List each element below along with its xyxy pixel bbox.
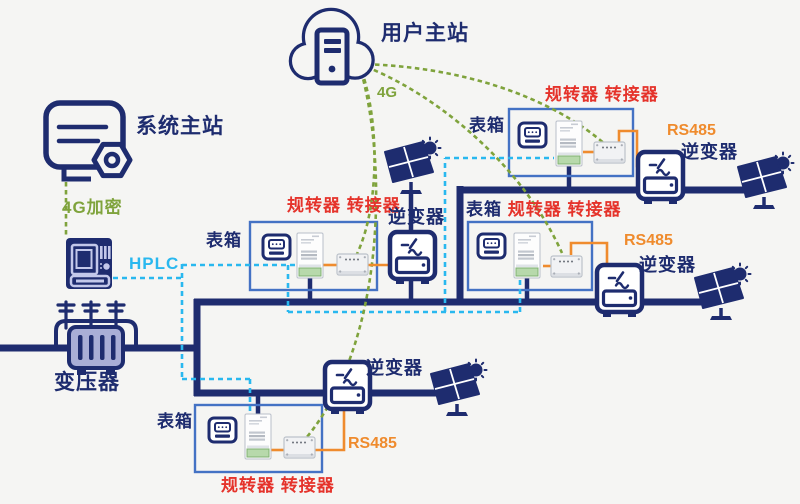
converter-bottom bbox=[244, 413, 272, 460]
meter-bottom bbox=[207, 416, 238, 444]
rs485-label-top-right: RS485 bbox=[667, 122, 716, 139]
inverter-label-top-right: 逆变器 bbox=[681, 142, 738, 162]
inverter-label-middle: 逆变器 bbox=[388, 207, 445, 227]
adapter-bottom bbox=[283, 436, 316, 459]
adapter-top-right bbox=[593, 141, 626, 164]
meter-box-frame-bottom bbox=[193, 403, 324, 474]
devices-label-top-right: 规转器 转接器 bbox=[545, 85, 659, 104]
meter-right bbox=[476, 232, 507, 260]
converter-top-right bbox=[555, 120, 583, 167]
cloud-station-label: 用户主站 bbox=[381, 22, 469, 45]
hex-nut-icon bbox=[91, 141, 133, 179]
system-station-label: 系统主站 bbox=[136, 115, 224, 138]
converter-right bbox=[513, 232, 541, 279]
converter-middle bbox=[296, 232, 324, 279]
rs485-label-bottom: RS485 bbox=[348, 435, 397, 452]
meter-middle bbox=[261, 233, 292, 261]
meter-box-label-bottom: 表箱 bbox=[157, 412, 193, 431]
concentrator-terminal-icon bbox=[66, 238, 112, 289]
g4-label: 4G bbox=[377, 84, 398, 101]
meter-box-combined-label-right: 表箱 规转器 转接器 bbox=[466, 201, 621, 218]
system-station-icon bbox=[43, 100, 133, 182]
meter-box-label-right: 表箱 bbox=[466, 200, 502, 219]
power-bus-lines bbox=[0, 186, 750, 397]
inverter-label-bottom: 逆变器 bbox=[366, 358, 423, 378]
meter-box-frame-middle bbox=[248, 220, 379, 292]
inverter-label-right: 逆变器 bbox=[639, 255, 696, 275]
inverter-top-right bbox=[638, 152, 683, 204]
solar-panel-top-right bbox=[736, 150, 796, 211]
g4-link-right-adapter bbox=[358, 62, 564, 254]
devices-label-bottom: 规转器 转接器 bbox=[221, 476, 335, 495]
meter-top-right bbox=[517, 121, 548, 149]
g4-link-middle-adapter bbox=[355, 63, 376, 255]
adapter-right bbox=[550, 255, 583, 278]
devices-label-middle: 规转器 转接器 bbox=[287, 196, 401, 215]
meter-box-label-top-right: 表箱 bbox=[469, 116, 505, 135]
hplc-label: HPLC bbox=[129, 254, 180, 273]
adapter-middle bbox=[336, 253, 369, 276]
meter-box-frame-top-right bbox=[507, 107, 635, 178]
solar-panel-middle bbox=[383, 135, 443, 196]
rs485-label-right: RS485 bbox=[624, 232, 673, 249]
solar-panel-right bbox=[693, 261, 753, 322]
transformer-icon bbox=[54, 300, 138, 375]
g4-link-top-right-adapter bbox=[358, 62, 607, 146]
g4-encrypted-label: 4G加密 bbox=[62, 198, 123, 217]
meter-box-frame-right bbox=[466, 220, 594, 292]
devices-label-right: 规转器 转接器 bbox=[507, 200, 622, 219]
inverter-bottom bbox=[325, 362, 370, 414]
inverter-middle bbox=[390, 232, 435, 284]
cloud-server-icon bbox=[288, 7, 375, 86]
inverter-right bbox=[597, 265, 642, 317]
transformer-label: 变压器 bbox=[54, 371, 120, 394]
hplc-dashed-lines bbox=[113, 156, 554, 414]
solar-panel-bottom bbox=[429, 357, 489, 418]
meter-box-label-middle: 表箱 bbox=[206, 231, 242, 250]
